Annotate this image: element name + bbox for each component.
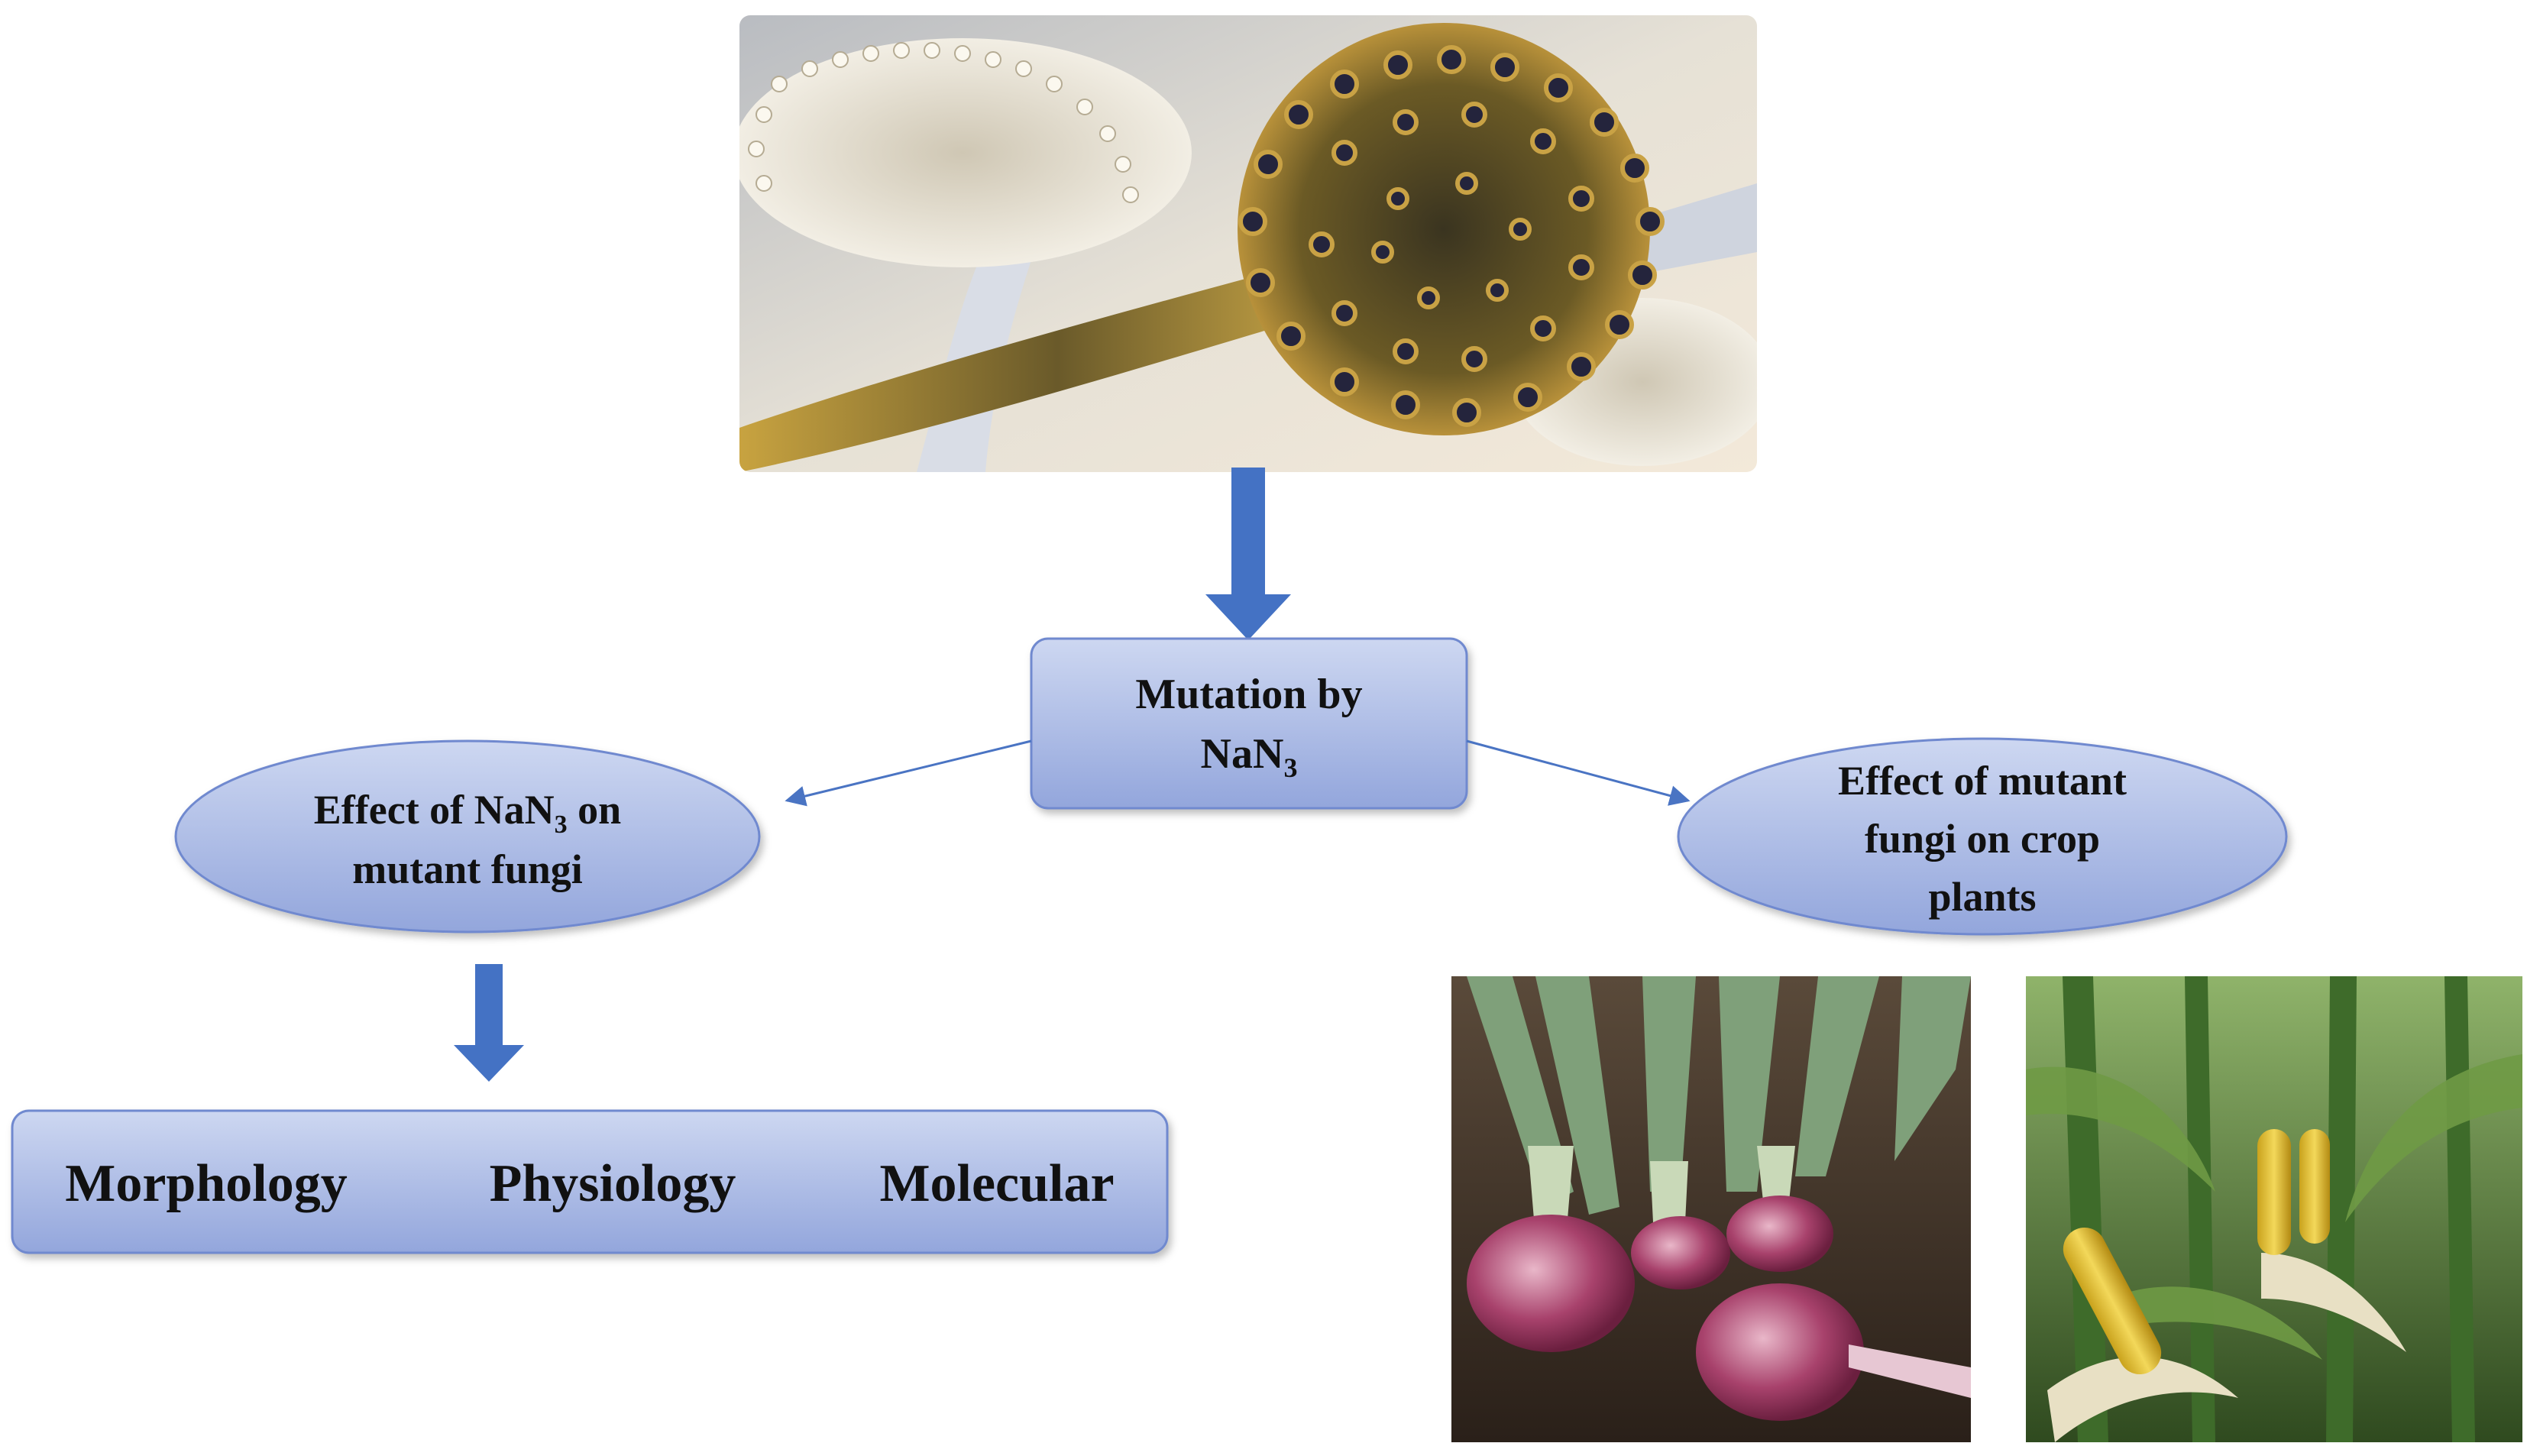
aspect-molecular: Molecular	[879, 1154, 1114, 1213]
arrow-to-effect-nan3	[785, 739, 1032, 807]
mutation-label-line1: Mutation by	[1135, 671, 1362, 718]
effect-nan3-pre: Effect of NaN	[314, 787, 555, 833]
effect-crop-line1: Effect of mutant	[1838, 758, 2127, 804]
effect-crop-node: Effect of mutant fungi on crop plants	[1677, 737, 2288, 936]
effect-crop-line2: fungi on crop	[1865, 816, 2100, 862]
aspect-physiology: Physiology	[490, 1154, 736, 1213]
effect-nan3-sub: 3	[555, 811, 568, 839]
svg-text:plants: plants	[1928, 874, 2036, 920]
svg-text:fungi on crop: fungi on crop	[1865, 816, 2100, 862]
aspect-morphology: Morphology	[65, 1154, 347, 1213]
down-arrow-main	[1205, 468, 1291, 640]
fungi-image	[739, 15, 1757, 472]
aspects-bar: Morphology Physiology Molecular	[11, 1109, 1169, 1254]
maize-image	[2026, 976, 2522, 1442]
effect-nan3-node: Effect of NaN3 on mutant fungi	[174, 739, 761, 933]
mutation-label-sub: 3	[1283, 752, 1297, 783]
effect-nan3-post: on	[568, 787, 622, 833]
arrow-to-effect-crop	[1466, 739, 1691, 806]
svg-text:mutant fungi: mutant fungi	[352, 846, 583, 892]
mutation-label-nan: NaN	[1201, 730, 1284, 778]
svg-text:NaN3: NaN3	[1201, 730, 1298, 783]
effect-nan3-line2: mutant fungi	[352, 846, 583, 892]
svg-text:Effect of mutant: Effect of mutant	[1838, 758, 2127, 804]
svg-text:Mutation by: Mutation by	[1135, 671, 1362, 718]
svg-text:Effect of NaN3 on: Effect of NaN3 on	[314, 787, 621, 839]
down-arrow-aspects	[454, 964, 524, 1082]
effect-crop-line3: plants	[1928, 874, 2036, 920]
onion-image	[1451, 976, 1971, 1442]
mutation-node: Mutation by NaN3	[1030, 637, 1468, 810]
